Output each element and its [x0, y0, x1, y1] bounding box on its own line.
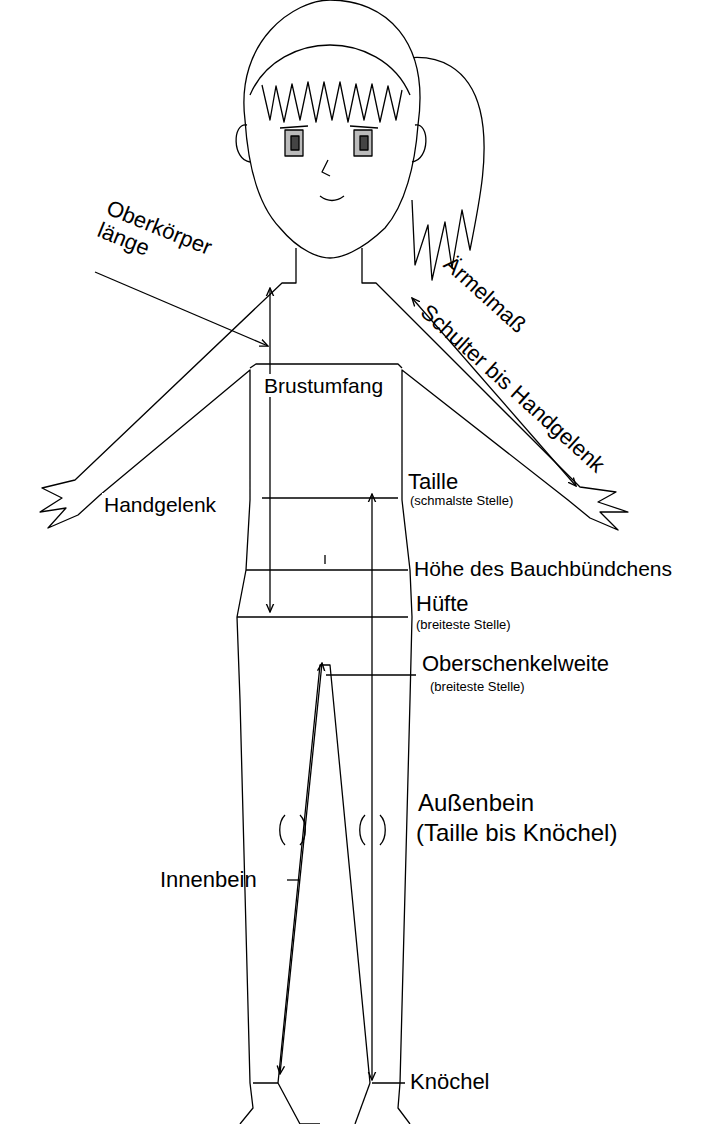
- pupil: [360, 136, 368, 150]
- foot: [278, 1083, 320, 1124]
- note-label: (breiteste Stelle): [416, 618, 511, 632]
- ankle-line: [253, 1082, 405, 1083]
- outseam-arrow: [371, 494, 372, 1080]
- ear: [236, 125, 250, 162]
- eye: [354, 130, 372, 156]
- thigh-line: [326, 674, 416, 675]
- measure-label: Knöchel: [410, 1070, 490, 1094]
- body-outline-left: [40, 248, 296, 1124]
- measure-label: Taille: [408, 470, 458, 494]
- chest-line: [250, 364, 402, 368]
- body-outline-right: [362, 248, 628, 1124]
- note-label: (schmalste Stelle): [410, 494, 513, 508]
- measure-label: Oberkörper länge: [94, 196, 228, 288]
- eye: [285, 130, 303, 156]
- measure-label: Handgelenk: [102, 493, 218, 516]
- measure-label: Oberschenkelweite: [422, 652, 609, 676]
- measure-label: Innenbein: [160, 868, 257, 892]
- note-label: (Taille bis Knöchel): [416, 820, 617, 846]
- nose: [322, 160, 330, 176]
- head: [244, 0, 420, 258]
- measure-label: Außenbein: [418, 790, 534, 816]
- bangs: [262, 82, 402, 122]
- knee: [280, 815, 386, 845]
- pupil: [291, 136, 299, 150]
- ear: [412, 125, 426, 162]
- measure-label: Höhe des Bauchbündchens: [414, 557, 672, 580]
- foot: [355, 1083, 370, 1124]
- measure-label: Hüfte: [416, 592, 469, 616]
- torso-length-arrow: [269, 288, 270, 612]
- mouth: [320, 196, 344, 201]
- inner-legs: [278, 665, 370, 1083]
- eyelid: [280, 126, 378, 128]
- leader-arrow: [95, 272, 268, 346]
- leader-line: [287, 879, 300, 880]
- measure-label: Brustumfang: [262, 374, 385, 397]
- inseam-arrow: [280, 663, 322, 1074]
- waist-line: [262, 497, 398, 498]
- hairline: [250, 45, 410, 95]
- hip-line: [237, 616, 408, 617]
- note-label: (breiteste Stelle): [430, 680, 525, 694]
- tick: [324, 555, 325, 564]
